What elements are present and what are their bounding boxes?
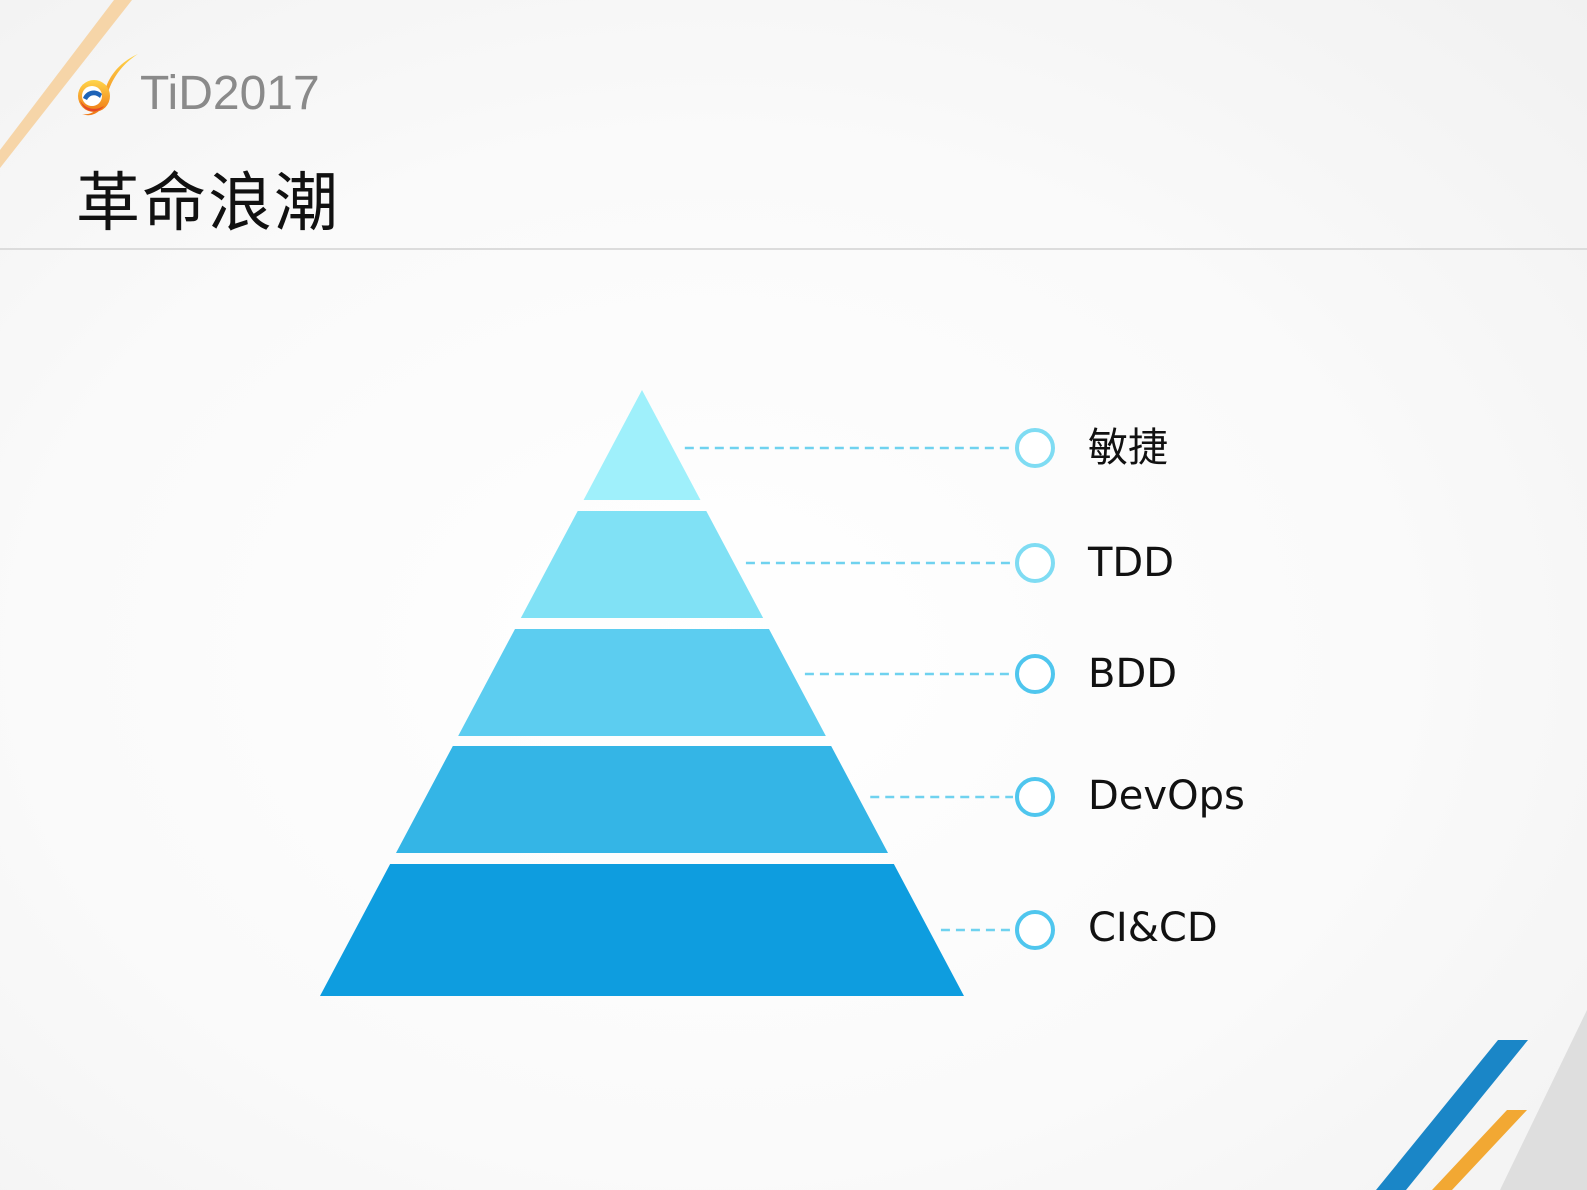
top-left-decoration xyxy=(0,0,132,168)
pyramid-tier-cicd xyxy=(320,864,964,996)
tier-label-agile: 敏捷 xyxy=(1088,425,1168,471)
page-title: 革命浪潮 xyxy=(76,167,340,241)
tier-label-tdd: TDD xyxy=(1088,540,1175,586)
tier-label-cicd: CI&CD xyxy=(1088,905,1218,951)
marker-circle-cicd xyxy=(1015,910,1055,950)
marker-circle-tdd xyxy=(1015,543,1055,583)
tid-logo: TiD2017 xyxy=(72,50,320,122)
marker-circle-devops xyxy=(1015,777,1055,817)
pyramid-tier-agile xyxy=(583,390,701,500)
tier-label-devops: DevOps xyxy=(1088,773,1245,819)
header-divider xyxy=(0,248,1587,250)
logo-flame-icon xyxy=(78,54,138,116)
marker-circle-agile xyxy=(1015,428,1055,468)
logo-text: TiD2017 xyxy=(140,66,320,120)
pyramid-tier-tdd xyxy=(520,511,764,618)
marker-circle-bdd xyxy=(1015,654,1055,694)
pyramid-tier-devops xyxy=(395,746,889,853)
tier-label-bdd: BDD xyxy=(1088,651,1178,697)
pyramid-tier-bdd xyxy=(458,629,826,736)
